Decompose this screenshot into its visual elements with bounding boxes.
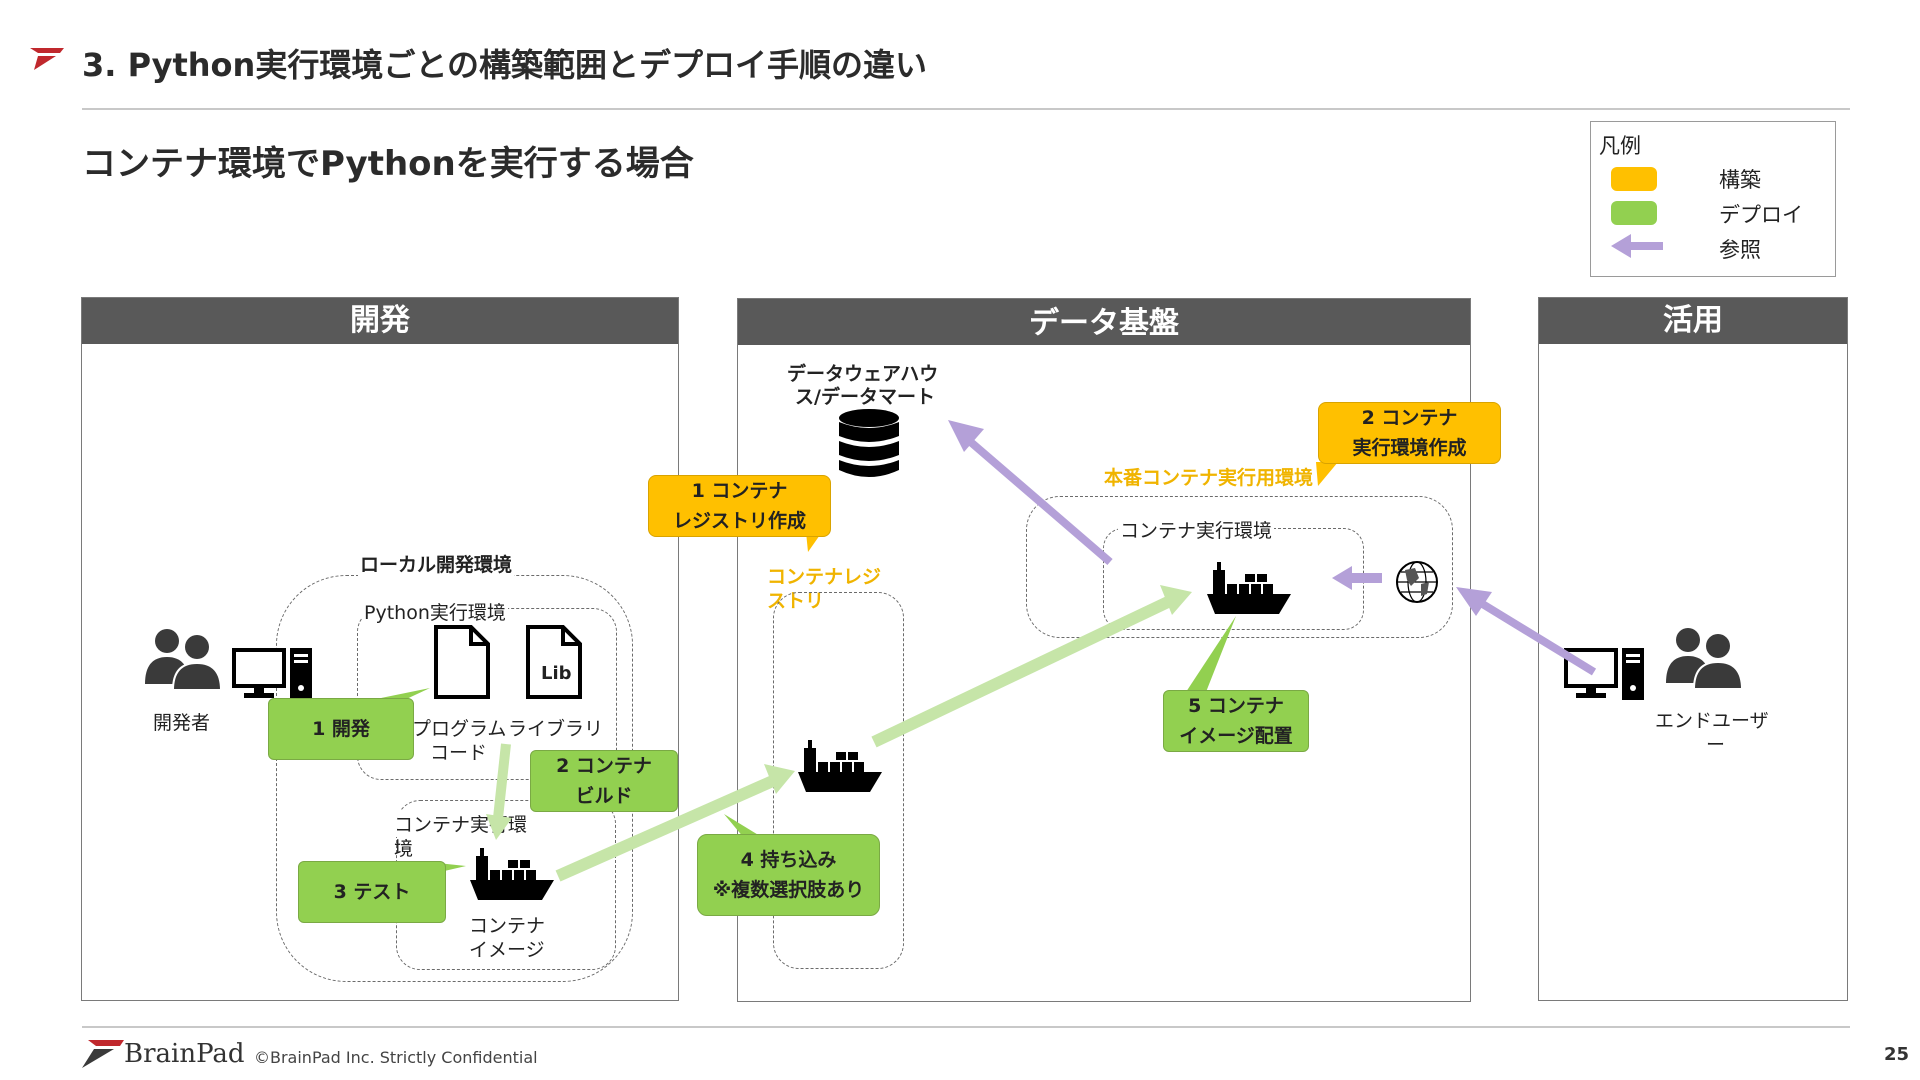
deploy-arrow-place <box>871 585 1192 748</box>
dwh-label-1: データウェアハウ <box>787 363 939 385</box>
lib-badge: Lib <box>541 663 572 684</box>
deploy-arrow-build <box>486 743 512 840</box>
footer-copyright: ©BrainPad Inc. Strictly Confidential <box>254 1048 538 1067</box>
container-env-label-2: 境 <box>394 838 414 860</box>
legend-swatch-deploy <box>1611 201 1657 225</box>
reference-arrow-enduser <box>1456 587 1597 676</box>
reference-arrow-dwh <box>948 420 1113 566</box>
callout-runtime-line1: 2 コンテナ <box>1361 407 1458 429</box>
library-label: ライブラリ <box>508 718 604 740</box>
callout-bring-line2: ※複数選択肢あり <box>712 879 865 901</box>
section-usage-header: 活用 <box>1539 298 1847 344</box>
callout-test: 3 テスト <box>298 861 446 923</box>
section-dev-header: 開発 <box>82 298 678 344</box>
callout-build: 2 コンテナ ビルド <box>530 750 678 812</box>
container-image-ship-icon <box>470 848 554 906</box>
legend: 凡例 構築 デプロイ 参照 <box>1590 121 1836 277</box>
footer-brand: BrainPad <box>124 1039 245 1069</box>
callout-build-line1: 2 コンテナ <box>556 755 652 777</box>
developer-label: 開発者 <box>153 712 211 734</box>
prod-env-box <box>1026 496 1453 638</box>
local-env-label: ローカル開発環境 <box>358 550 515 577</box>
reference-arrow-globe <box>1332 566 1382 590</box>
python-env-label: Python実行環境 <box>362 598 508 625</box>
dwh-label-2: ス/データマート <box>795 386 935 408</box>
legend-swatch-build <box>1611 167 1657 191</box>
section-platform-header: データ基盤 <box>738 299 1470 345</box>
page-title: 3. Python実行環境ごとの構築範囲とデプロイ手順の違い <box>82 46 927 84</box>
registry-label-1: コンテナレジ <box>767 566 882 588</box>
developer-pc-icon <box>232 648 316 706</box>
callout-registry: 1 コンテナ レジストリ作成 <box>648 475 831 537</box>
registry-ship-icon <box>798 740 882 798</box>
end-user-users-icon <box>1664 627 1746 693</box>
program-label-2: コード <box>430 742 488 764</box>
legend-label-reference: 参照 <box>1719 238 1761 262</box>
callout-deploy-image: 5 コンテナ イメージ配置 <box>1163 690 1309 752</box>
callout-deploy-line1: 5 コンテナ <box>1188 695 1284 717</box>
callout-bring-line1: 4 持ち込み <box>740 849 837 871</box>
footer-divider <box>82 1026 1850 1028</box>
legend-label-build: 構築 <box>1719 168 1761 192</box>
prod-env-label: 本番コンテナ実行用環境 <box>1104 467 1314 489</box>
page-subtitle: コンテナ環境でPythonを実行する場合 <box>82 144 694 184</box>
legend-label-deploy: デプロイ <box>1719 203 1803 227</box>
brand-mark-icon <box>30 48 64 74</box>
end-user-label-1: エンドユーザ <box>1655 710 1769 732</box>
callout-build-line2: ビルド <box>575 785 633 807</box>
callout-develop: 1 開発 <box>268 698 414 760</box>
deploy-arrow-bring <box>555 764 795 882</box>
library-file-icon <box>525 624 583 704</box>
page-number: 25 <box>1884 1044 1910 1065</box>
legend-reference-arrow-icon <box>1611 232 1663 264</box>
callout-registry-line2: レジストリ作成 <box>672 510 806 532</box>
header-divider <box>82 108 1850 110</box>
callout-runtime-line2: 実行環境作成 <box>1352 437 1467 459</box>
callout-bring: 4 持ち込み ※複数選択肢あり <box>697 834 880 916</box>
end-user-label-2: ー <box>1706 734 1726 756</box>
developer-users-icon <box>143 628 225 694</box>
program-file-icon <box>433 624 491 704</box>
brainpad-logo-icon <box>82 1040 124 1072</box>
legend-title: 凡例 <box>1599 134 1641 158</box>
callout-runtime: 2 コンテナ 実行環境作成 <box>1318 402 1501 464</box>
container-image-label-1: コンテナ <box>469 915 546 937</box>
container-exec-env-label: コンテナ実行環境 <box>1118 516 1275 543</box>
database-icon <box>837 408 901 484</box>
container-image-label-2: イメージ <box>469 939 545 961</box>
callout-deploy-line2: イメージ配置 <box>1179 725 1293 747</box>
globe-icon <box>1395 560 1439 608</box>
prod-ship-icon <box>1207 562 1291 620</box>
callout-registry-line1: 1 コンテナ <box>691 480 788 502</box>
program-label-1: プログラム <box>412 718 507 740</box>
